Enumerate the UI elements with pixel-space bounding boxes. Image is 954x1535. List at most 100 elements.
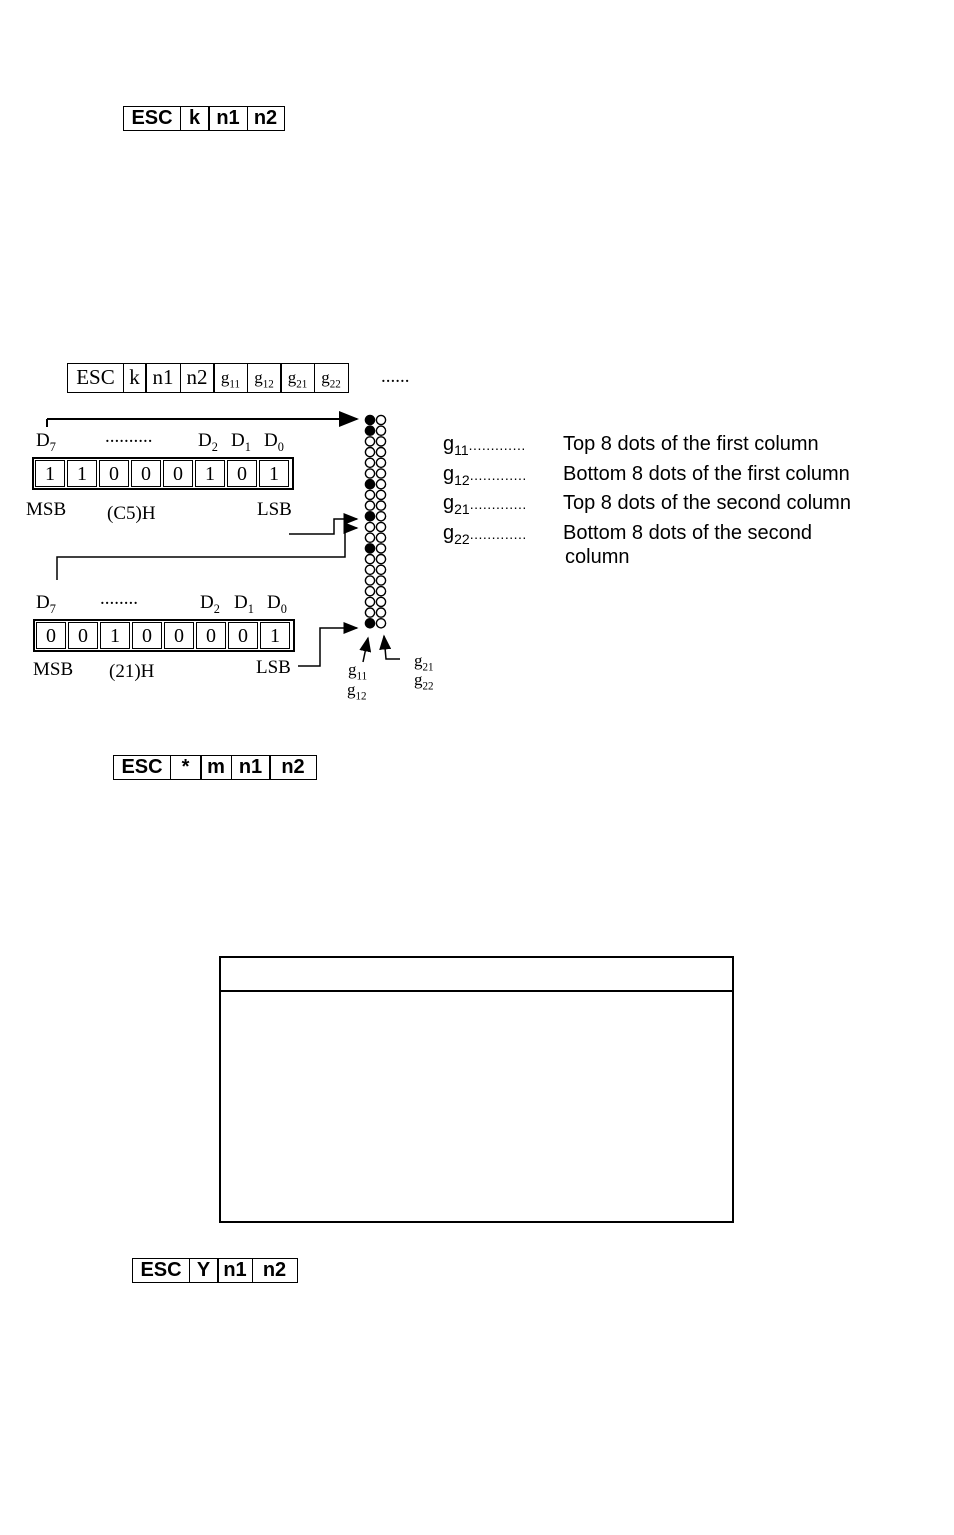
bit-box: 1 [259, 460, 289, 487]
dot-empty [364, 532, 376, 543]
bit-box: 0 [227, 460, 257, 487]
cmd2-esc: ESC [113, 755, 171, 780]
dot-empty [375, 436, 387, 447]
dot-empty [375, 553, 387, 565]
legend-leader-dots: ............. [469, 525, 527, 542]
byte2-msb: MSB [33, 659, 74, 680]
byte2-d7: D7 [36, 592, 56, 616]
cmd3-y: Y [188, 1258, 219, 1283]
byte2-dots: ........ [100, 588, 138, 609]
bit-box: 1 [67, 460, 97, 487]
dot-matrix-column [364, 414, 387, 629]
legend-leader-dots: ............. [468, 437, 526, 453]
dot-empty [375, 446, 387, 458]
dot-label-g21: g21 [414, 651, 434, 674]
mode-table [219, 956, 734, 1223]
dot-filled [364, 425, 376, 437]
cmd2-m: m [200, 755, 232, 780]
dot-empty [364, 553, 376, 565]
cmd3-n1: n1 [217, 1258, 253, 1283]
legend-text: Bottom 8 dots of the first column [563, 462, 850, 485]
bit-box: 0 [131, 460, 161, 487]
legend-text: Top 8 dots of the second column [563, 492, 851, 514]
connector-arrows [46, 411, 400, 667]
byte1-d1: D1 [231, 430, 251, 454]
byte1-dots: .......... [105, 426, 153, 447]
strip-esc: ESC [67, 363, 124, 393]
table-header-divider [221, 990, 732, 992]
strip-n2: n2 [179, 363, 215, 393]
dot-empty [375, 511, 387, 522]
byte2-d1: D1 [234, 592, 254, 616]
dot-empty [375, 468, 387, 479]
command-esc-k: ESC k n1 n2 [123, 106, 285, 131]
strip-g22: g22 [313, 363, 349, 393]
legend-key-label: g12 [443, 462, 470, 488]
legend-text: Top 8 dots of the first column [563, 433, 819, 455]
dot-empty [364, 596, 376, 608]
dot-empty [375, 596, 387, 608]
dot-filled [364, 617, 376, 629]
legend-text: Bottom 8 dots of the second [563, 521, 813, 544]
legend-row: g12.............Bottom 8 dots of the fir… [443, 463, 851, 488]
bit-box: 1 [195, 460, 225, 487]
byte1-d0: D0 [264, 430, 284, 454]
dot-empty [364, 564, 376, 576]
dot-filled [364, 478, 376, 490]
dot-empty [364, 446, 376, 458]
dot-empty [364, 575, 376, 586]
cmd2-n1: n1 [230, 755, 271, 780]
bit-box: 0 [163, 460, 193, 487]
dot-empty [364, 500, 376, 511]
dot-empty [364, 607, 376, 618]
bit-box: 0 [228, 622, 258, 649]
dot-empty [375, 564, 387, 576]
legend-key-label: g21 [443, 492, 470, 517]
bit-box: 0 [68, 622, 98, 649]
cmd1-n2: n2 [246, 106, 285, 131]
legend-key-label: g22 [443, 521, 470, 547]
dot-empty [375, 617, 387, 629]
dot-filled [364, 414, 376, 426]
byte2-lsb: LSB [256, 657, 291, 678]
strip-g21: g21 [280, 363, 315, 393]
dot-empty [364, 436, 376, 447]
legend-leader-dots: ............. [469, 466, 527, 483]
strip-k: k [122, 363, 147, 393]
byte2-d2: D2 [200, 592, 220, 616]
bit-box: 1 [35, 460, 65, 487]
dot-empty [364, 489, 376, 501]
cmd2-star: * [169, 755, 202, 780]
legend-row: g21.............Top 8 dots of the second… [443, 492, 851, 517]
dot-empty [375, 414, 387, 426]
dot-label-g22: g22 [414, 670, 434, 693]
byte1-d2: D2 [198, 430, 218, 454]
bit-box: 0 [164, 622, 194, 649]
cmd2-n2: n2 [269, 755, 317, 780]
legend-key: g12............. [443, 463, 563, 488]
dot-empty [375, 521, 387, 533]
dot-empty [375, 478, 387, 490]
dot-empty [375, 585, 387, 597]
cmd1-n1: n1 [208, 106, 248, 131]
dot-empty [375, 500, 387, 511]
strip-ellipsis: ...... [381, 366, 410, 387]
cmd1-esc: ESC [123, 106, 181, 131]
dot-empty [364, 457, 376, 469]
dot-empty [375, 543, 387, 554]
dot-empty [375, 607, 387, 618]
legend-key: g11............. [443, 433, 563, 458]
dot-empty [364, 585, 376, 597]
byte1-msb: MSB [26, 499, 67, 520]
bit-box: 1 [100, 622, 130, 649]
bit-box: 1 [260, 622, 290, 649]
cmd3-esc: ESC [132, 1258, 190, 1283]
dot-filled [364, 543, 376, 554]
dot-empty [375, 489, 387, 501]
byte2-d0: D0 [267, 592, 287, 616]
legend-row: g11.............Top 8 dots of the first … [443, 433, 851, 458]
cmd3-n2: n2 [251, 1258, 298, 1283]
command-esc-star: ESC * m n1 n2 [113, 755, 317, 780]
dot-empty [375, 532, 387, 543]
command-esc-y: ESC Y n1 n2 [132, 1258, 298, 1283]
